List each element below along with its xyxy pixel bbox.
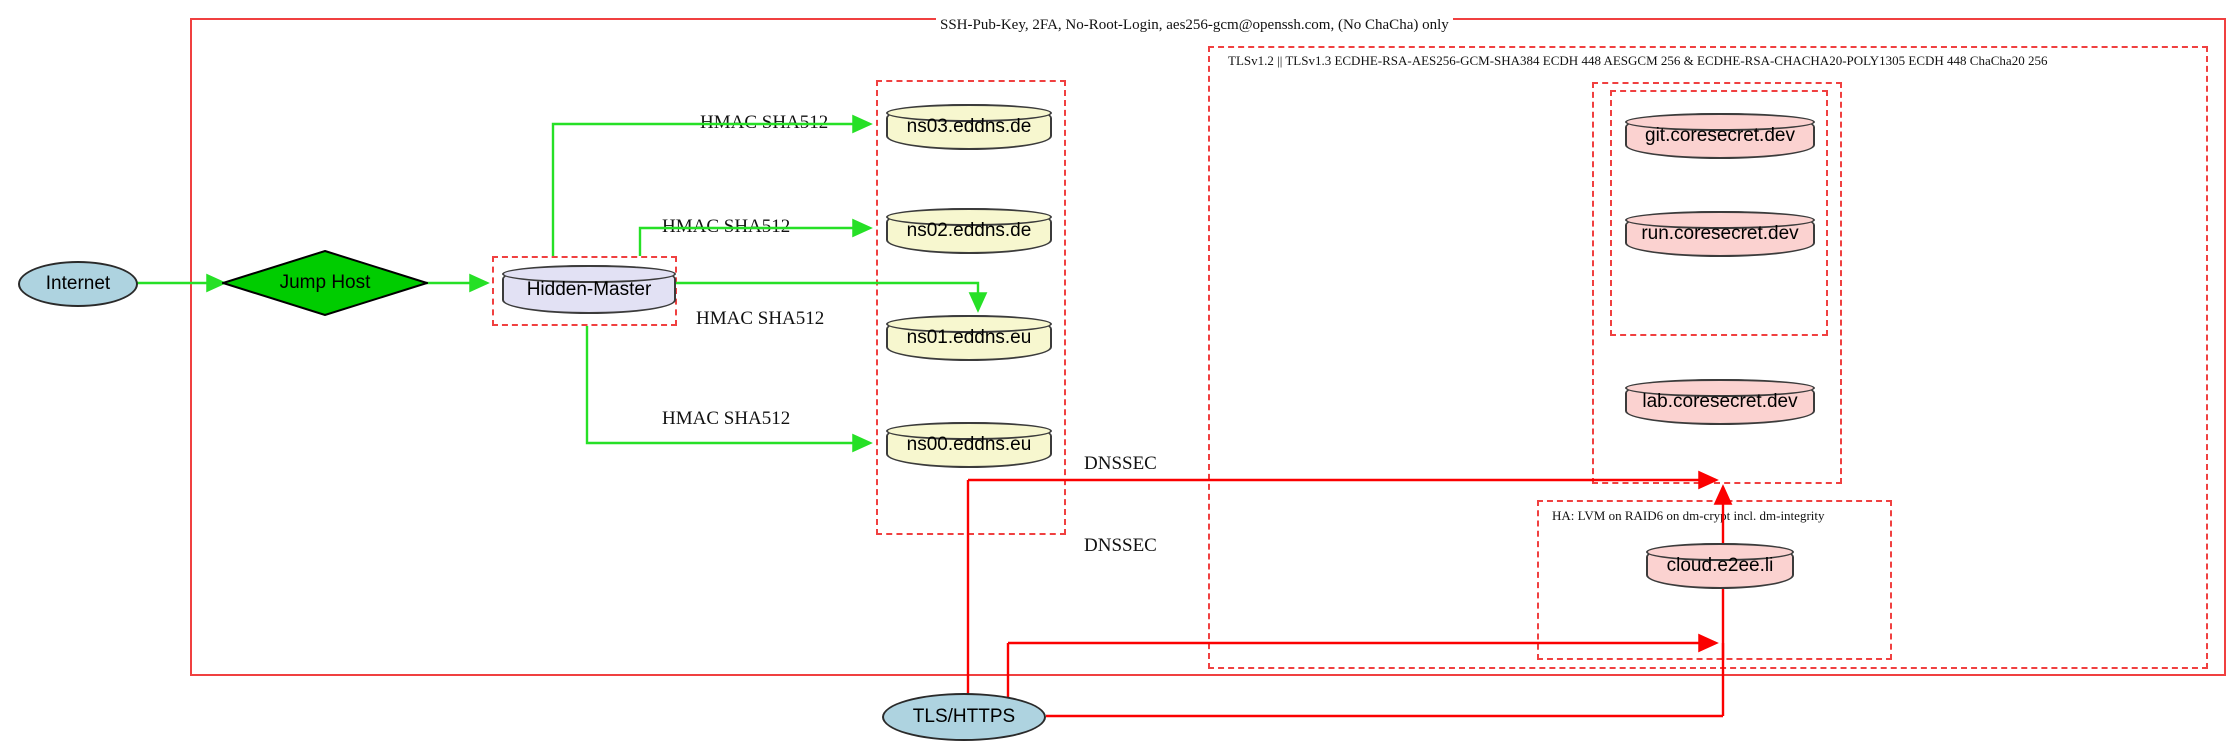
edge-label-hmac-ns02: HMAC SHA512 <box>662 216 791 237</box>
edge-label-dnssec-upper: DNSSEC <box>1084 453 1157 474</box>
node-cloud-e2ee[interactable]: cloud.e2ee.li <box>1646 543 1794 589</box>
cluster-tls-perimeter <box>1208 46 2208 669</box>
node-internet[interactable]: Internet <box>18 261 138 307</box>
node-tls-https-label: TLS/HTTPS <box>912 706 1016 727</box>
node-lab-coresecret[interactable]: lab.coresecret.dev <box>1625 379 1815 425</box>
node-git-coresecret-label: git.coresecret.dev <box>1645 125 1795 146</box>
edge-label-hmac-ns00: HMAC SHA512 <box>662 408 791 429</box>
cluster-coresecret-inner-zone <box>1610 90 1828 336</box>
node-ns00-label: ns00.eddns.eu <box>906 434 1032 455</box>
node-ns01-label: ns01.eddns.eu <box>906 327 1032 348</box>
cluster-label-ha-storage: HA: LVM on RAID6 on dm-crypt incl. dm-in… <box>1548 508 1829 524</box>
node-jump-host-label: Jump Host <box>279 272 371 293</box>
node-hidden-master[interactable]: Hidden-Master <box>502 265 676 314</box>
edge-label-hmac-ns03: HMAC SHA512 <box>700 112 829 133</box>
cluster-label-ssh-perimeter: SSH-Pub-Key, 2FA, No-Root-Login, aes256-… <box>936 17 1453 34</box>
node-run-coresecret-label: run.coresecret.dev <box>1641 223 1799 244</box>
cluster-label-tls-perimeter: TLSv1.2 || TLSv1.3 ECDHE-RSA-AES256-GCM-… <box>1224 53 2052 69</box>
node-hidden-master-label: Hidden-Master <box>526 278 652 300</box>
node-lab-coresecret-label: lab.coresecret.dev <box>1642 391 1798 412</box>
edge-label-hmac-ns01: HMAC SHA512 <box>696 308 825 329</box>
node-ns00[interactable]: ns00.eddns.eu <box>886 422 1052 468</box>
node-ns02[interactable]: ns02.eddns.de <box>886 208 1052 254</box>
node-run-coresecret[interactable]: run.coresecret.dev <box>1625 211 1815 257</box>
node-jump-host[interactable]: Jump Host <box>219 249 431 317</box>
node-cloud-e2ee-label: cloud.e2ee.li <box>1666 555 1774 576</box>
node-internet-label: Internet <box>45 273 111 294</box>
node-ns02-label: ns02.eddns.de <box>906 220 1032 241</box>
node-git-coresecret[interactable]: git.coresecret.dev <box>1625 113 1815 159</box>
node-tls-https[interactable]: TLS/HTTPS <box>882 693 1046 741</box>
node-ns03[interactable]: ns03.eddns.de <box>886 104 1052 150</box>
node-ns03-label: ns03.eddns.de <box>906 116 1032 137</box>
diamond-shape <box>219 249 431 317</box>
edge-label-dnssec-lower: DNSSEC <box>1084 535 1157 556</box>
node-ns01[interactable]: ns01.eddns.eu <box>886 315 1052 361</box>
